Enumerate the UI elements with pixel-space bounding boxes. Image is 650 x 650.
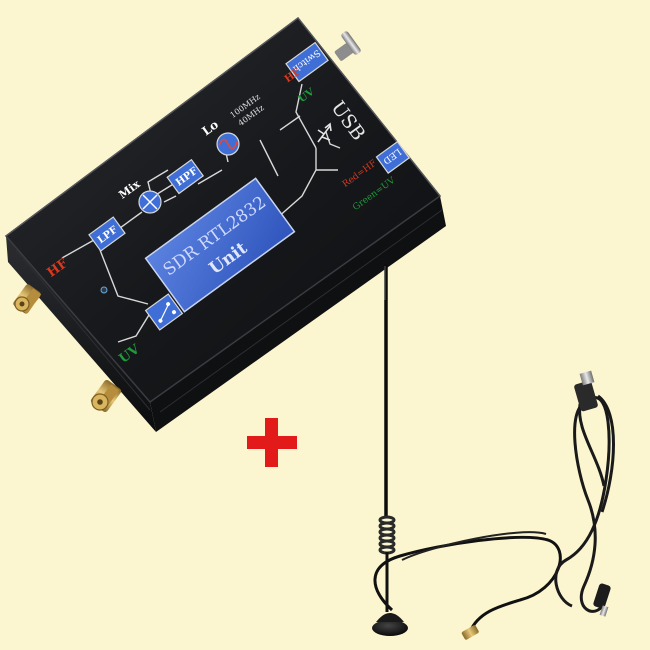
antenna-magnetic-base xyxy=(372,620,408,636)
sma-connector-uv xyxy=(90,379,122,413)
led-label-block: LED xyxy=(375,140,411,174)
magnetic-antenna xyxy=(372,264,562,640)
plus-sign xyxy=(247,418,297,467)
sma-connector-hf xyxy=(13,284,42,314)
enclosure-front-side xyxy=(6,236,156,432)
enclosure-right-side xyxy=(150,196,446,432)
toggle-switch-lever[interactable] xyxy=(334,30,362,61)
hpf-block: HPF xyxy=(166,158,205,195)
sdr-enclosure: HF LPF Mix HPF Lo xyxy=(4,16,446,432)
antenna-cable xyxy=(373,535,562,633)
switch-icon xyxy=(144,293,184,331)
lpf-block: LPF xyxy=(88,216,126,252)
usb-icon xyxy=(317,122,332,143)
sine-oscillator-icon xyxy=(216,132,240,156)
antenna-sma-plug xyxy=(461,625,479,640)
usb-cable-plugs xyxy=(574,370,611,617)
usb-cable xyxy=(554,394,615,613)
antenna-coil xyxy=(378,515,396,555)
switch-label-block: Switch xyxy=(285,41,329,83)
enclosure-edge-highlight xyxy=(5,17,441,237)
indicator-led xyxy=(100,286,108,294)
mixer-icon xyxy=(138,190,162,214)
